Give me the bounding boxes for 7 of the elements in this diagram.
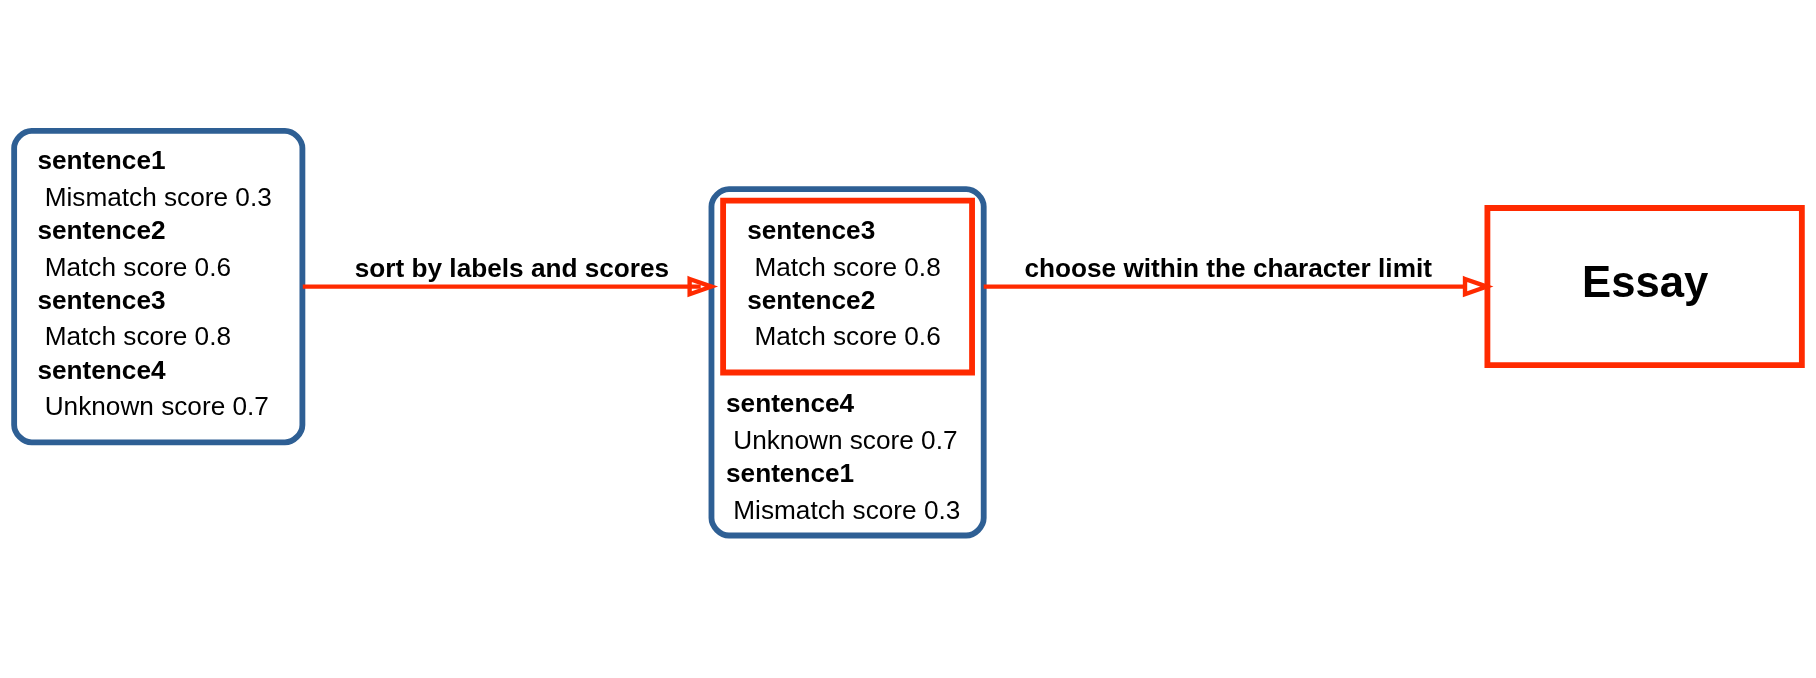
arrow xyxy=(983,275,1494,298)
node-box: sentence3 Match score 0.8 sentence2 Match score 0.6 xyxy=(720,197,975,376)
edge-label: choose within the character limit xyxy=(1024,252,1432,283)
arrow xyxy=(302,275,719,298)
edge-label: sort by labels and scores xyxy=(354,252,670,283)
node-box: Essay xyxy=(1484,205,1805,369)
node-box: sentence1 Mismatch score 0.3 sentence2 Match score 0.6 sentence3 Match score 0.8 sentence4 Unknown score 0.7 xyxy=(11,127,306,446)
